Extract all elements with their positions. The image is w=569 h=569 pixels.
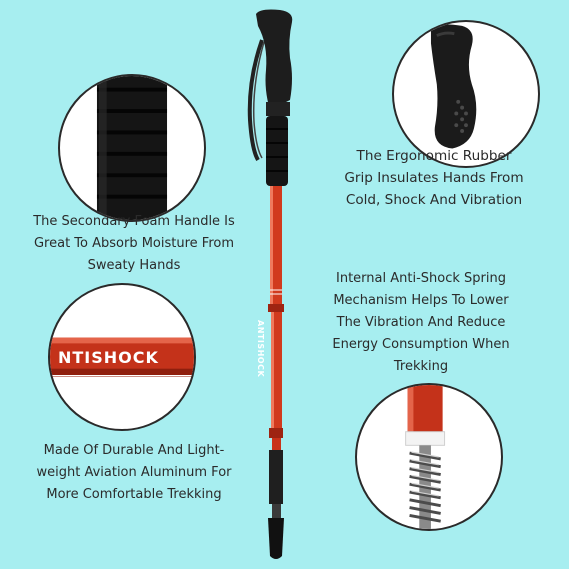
- rubber-grip-icon: [430, 24, 477, 149]
- caption-line: The Ergonomic Rubber: [356, 148, 512, 164]
- caption-line: The Secondary Foam Handle Is: [33, 214, 235, 229]
- caption-spring: Internal Anti-Shock Spring Mechanism Hel…: [308, 268, 534, 378]
- pole-rubber-tip: [268, 518, 284, 559]
- caption-line: Great To Absorb Moisture From: [33, 236, 235, 251]
- caption-line: Energy Consumption When: [332, 337, 510, 352]
- trekking-pole: [247, 9, 293, 559]
- rubber-grip-circle: [392, 20, 540, 168]
- spring-circle: [355, 383, 503, 531]
- caption-line: The Vibration And Reduce: [336, 315, 506, 330]
- pole-black-section: [269, 450, 283, 504]
- caption-line: Made Of Durable And Light-: [43, 443, 225, 458]
- aluminum-tube-icon: [50, 337, 194, 382]
- caption-line: Mechanism Helps To Lower: [333, 293, 509, 308]
- caption-line: weight Aviation Aluminum For: [36, 465, 232, 480]
- foam-handle-circle: [58, 74, 206, 222]
- caption-aluminum: Made Of Durable And Light- weight Aviati…: [18, 440, 250, 506]
- caption-line: Cold, Shock And Vibration: [345, 192, 523, 208]
- spring-icon: [405, 385, 446, 529]
- pole-rubber-grip: [256, 9, 293, 110]
- caption-grip: The Ergonomic Rubber Grip Insulates Hand…: [314, 145, 554, 211]
- caption-line: Internal Anti-Shock Spring: [336, 271, 506, 286]
- caption-line: More Comfortable Trekking: [46, 487, 222, 502]
- pole-middle-tube: [271, 312, 282, 428]
- pole-foam-handle: [266, 116, 288, 186]
- tube-label-text: NTISHOCK: [58, 348, 159, 367]
- pole-label-text: ANTISHOCK: [256, 320, 265, 378]
- caption-line: Grip Insulates Hands From: [344, 170, 524, 186]
- caption-line: Sweaty Hands: [87, 258, 181, 273]
- aluminum-tube-circle: NTISHOCK: [48, 283, 196, 431]
- foam-handle-icon: [96, 76, 168, 220]
- caption-foam: The Secondary Foam Handle Is Great To Ab…: [18, 211, 250, 277]
- wrist-strap: [247, 39, 264, 162]
- caption-line: Trekking: [393, 359, 449, 374]
